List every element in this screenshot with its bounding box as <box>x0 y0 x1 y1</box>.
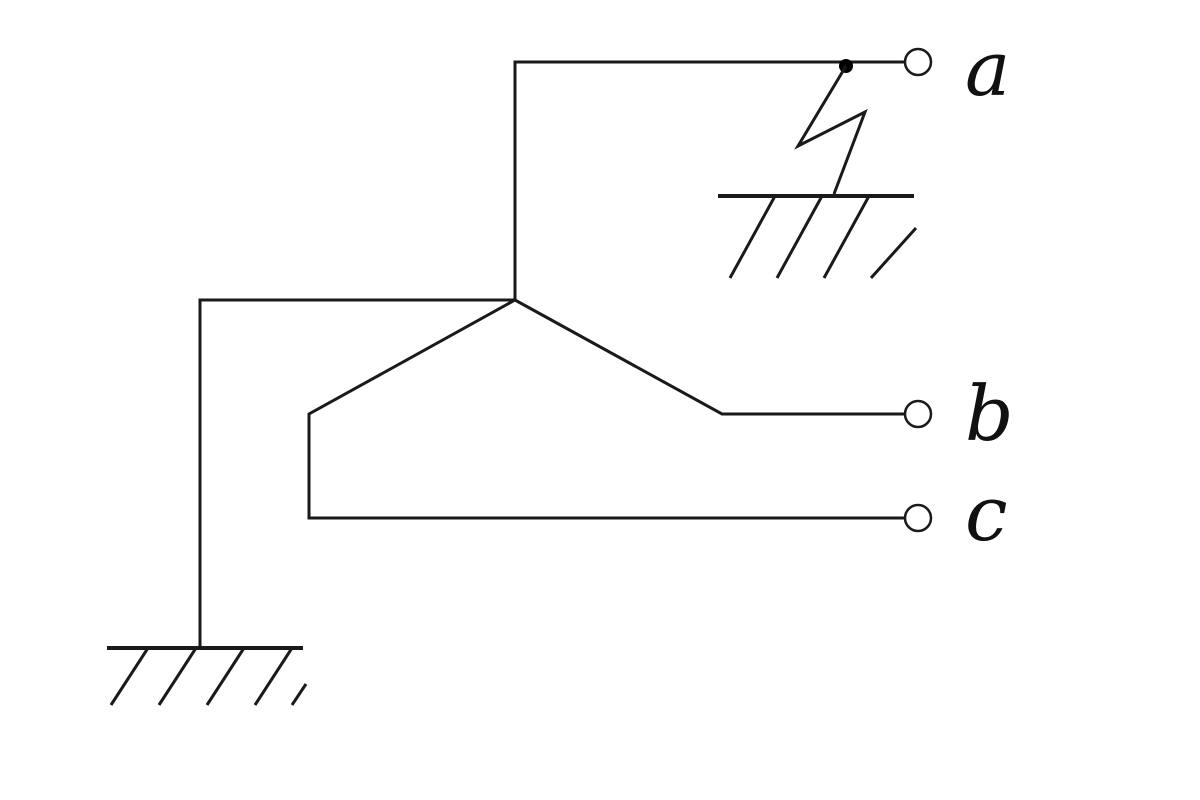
terminal-c <box>903 503 933 533</box>
neutral-ground-icon <box>107 646 308 706</box>
terminal-label-b: b <box>965 369 1014 458</box>
terminal-b <box>903 399 933 429</box>
phase-a-wire <box>513 60 905 300</box>
fault-zigzag-icon <box>794 65 868 195</box>
phase-b-wire <box>514 298 905 416</box>
phase-c-wire <box>307 298 905 520</box>
neutral-ground-wire <box>198 298 515 648</box>
terminal-label-c: c <box>965 469 1008 558</box>
terminal-label-a: a <box>965 24 1010 113</box>
fault-ground-icon <box>718 194 918 280</box>
terminal-a <box>903 47 933 77</box>
